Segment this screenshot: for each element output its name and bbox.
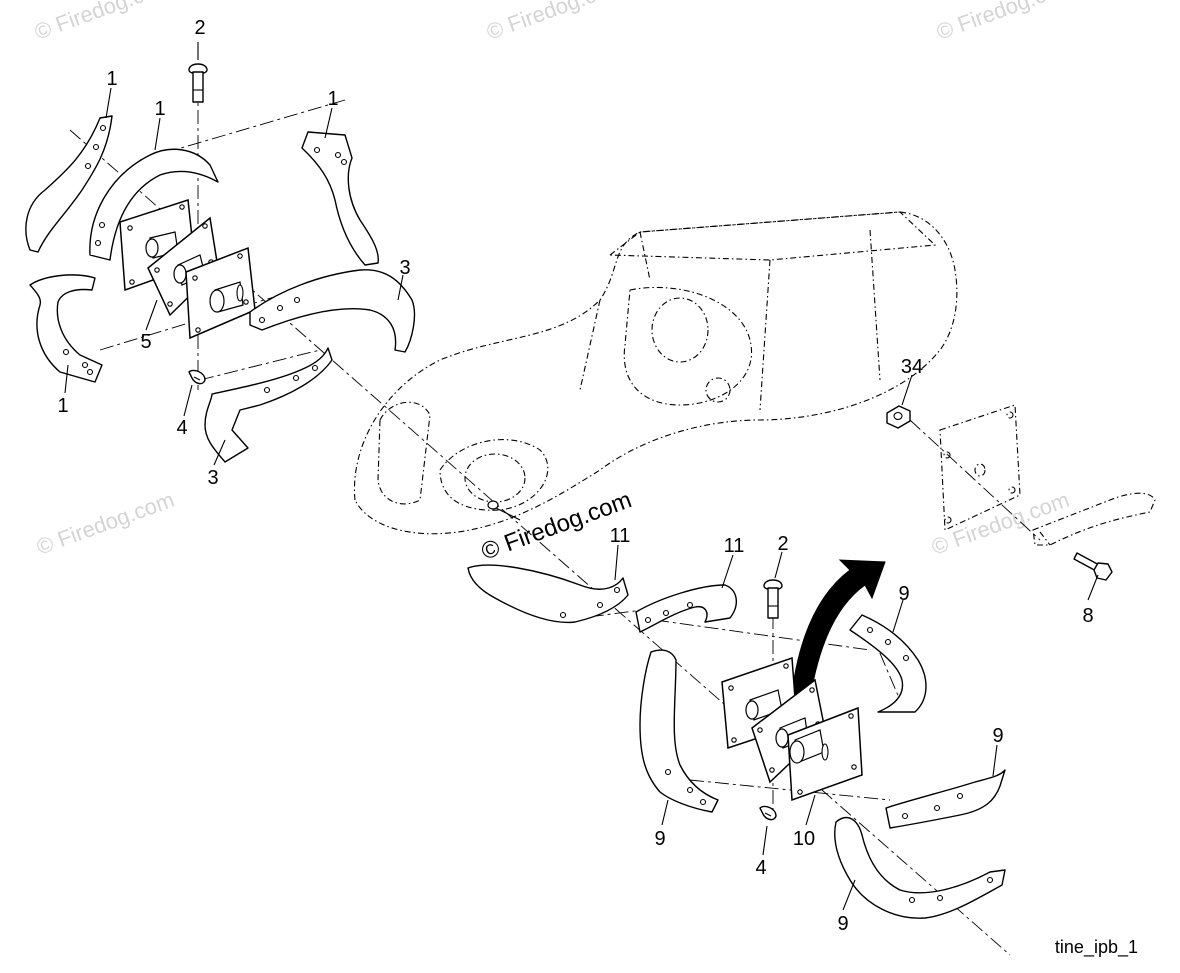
housing-shaft — [487, 500, 521, 521]
watermark-mid-left: © Firedog.com — [33, 487, 177, 560]
mounting-plate-10 — [787, 706, 863, 802]
tine-part-1-upper-left — [25, 115, 113, 253]
callout-1-a: 1 — [106, 68, 117, 90]
tine-part-9-right-middle — [885, 769, 1006, 829]
callout-11-b: 11 — [724, 535, 745, 557]
tine-part-9-upper-right — [849, 614, 927, 713]
watermark-top-right: © Firedog.com — [933, 0, 1077, 45]
hairpin-clip-4-lower — [759, 805, 777, 821]
tine-part-1-lower-left — [29, 274, 103, 383]
callout-9-b: 9 — [654, 828, 665, 850]
bolt-8 — [1073, 552, 1113, 581]
watermark-top-left: © Firedog.com — [31, 0, 175, 45]
nut-34 — [886, 405, 911, 429]
tine-part-3-right — [249, 269, 416, 353]
clevis-pin-2-lower — [763, 579, 783, 619]
side-plate-phantom — [939, 404, 1021, 531]
tiller-housing-phantom — [353, 211, 958, 535]
mounting-plate-front — [185, 246, 256, 340]
tine-part-1-curved — [89, 148, 219, 261]
tine-part-9-left — [639, 649, 719, 813]
callout-9-a: 9 — [898, 583, 909, 605]
callout-3-a: 3 — [399, 257, 410, 279]
callout-10: 10 — [793, 828, 815, 850]
clevis-pin-2-upper — [188, 63, 208, 103]
tine-part-3-lower — [204, 347, 333, 463]
callout-34: 34 — [901, 356, 923, 378]
hairpin-clip-4-upper — [188, 369, 206, 385]
callout-4-a: 4 — [176, 417, 187, 439]
callout-5: 5 — [140, 331, 151, 353]
callout-8: 8 — [1082, 605, 1093, 627]
callout-4-b: 4 — [755, 857, 766, 879]
callout-9-c: 9 — [992, 725, 1003, 747]
callout-1-d: 1 — [57, 395, 68, 417]
tine-phantom-right — [1032, 492, 1156, 546]
callout-leaders — [64, 42, 1099, 911]
tine-part-11-right — [635, 584, 737, 633]
callout-1-b: 1 — [154, 98, 165, 120]
tine-part-1-top-right — [301, 131, 379, 266]
callout-labels: 1 1 1 1 2 2 3 3 4 4 5 8 9 9 9 9 10 11 11… — [57, 17, 1093, 935]
tine-part-9-bottom — [834, 817, 1006, 919]
callout-1-c: 1 — [327, 88, 338, 110]
callout-2-b: 2 — [777, 533, 788, 555]
callout-9-d: 9 — [837, 913, 848, 935]
callout-2-a: 2 — [194, 17, 205, 39]
callout-3-b: 3 — [207, 467, 218, 489]
watermark-top-center: © Firedog.com — [483, 0, 627, 45]
callout-11-a: 11 — [610, 525, 631, 547]
tine-part-11-left — [467, 564, 629, 624]
rotation-arrow — [789, 559, 886, 713]
figure-caption: tine_ipb_1 — [1055, 937, 1138, 958]
